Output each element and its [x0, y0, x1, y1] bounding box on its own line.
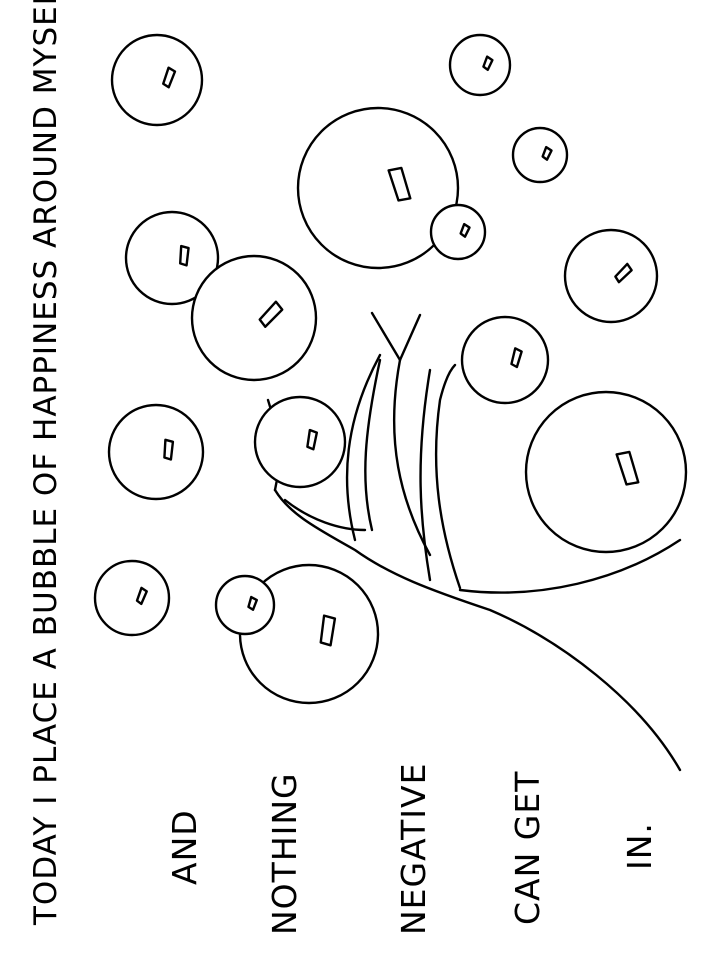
phrase-in: IN. [620, 822, 659, 870]
bubble [563, 228, 659, 324]
bubble [253, 395, 347, 489]
tree-branch [345, 353, 382, 542]
bubble [460, 315, 550, 405]
bubble-highlight [541, 145, 553, 161]
phrase-and: AND [165, 809, 204, 885]
tree-branch [419, 368, 432, 582]
tree-branch [392, 313, 432, 557]
bubble-highlight [179, 244, 190, 267]
bubble-highlight [615, 450, 640, 486]
bubble-highlight [258, 300, 284, 328]
tree-branch [364, 358, 382, 532]
bubble-highlight [319, 614, 337, 647]
bubble [93, 559, 171, 637]
bubble-highlight [482, 55, 494, 72]
bubble-highlight [387, 166, 412, 202]
bubble-highlight [163, 438, 175, 461]
tree-branch [370, 311, 402, 362]
bubble [190, 254, 318, 382]
bubble-highlight [459, 222, 471, 238]
tree-branch [434, 363, 462, 590]
bubble [107, 403, 205, 501]
bubble [429, 203, 487, 261]
bubble-highlight [135, 586, 148, 606]
bubble [511, 126, 569, 184]
bubble [524, 390, 688, 554]
phrase-negative: NEGATIVE [394, 762, 433, 935]
bubble [296, 106, 460, 270]
bubble [214, 574, 276, 636]
tree-branch [283, 498, 367, 532]
bubble-highlight [306, 428, 319, 451]
page-headline: TODAY I PLACE A BUBBLE OF HAPPINESS AROU… [28, 0, 64, 925]
bubble-highlight [247, 595, 258, 611]
bubble-highlight [614, 262, 633, 284]
bubble-highlight [162, 66, 177, 89]
bubble [110, 33, 204, 127]
tree-branch [273, 488, 682, 772]
bubble-highlight [510, 347, 523, 369]
phrase-nothing: NOTHING [265, 772, 304, 935]
bubble [124, 210, 220, 306]
phrase-can-get: CAN GET [508, 770, 547, 925]
bubble [448, 33, 512, 97]
tree-branch [458, 538, 682, 594]
